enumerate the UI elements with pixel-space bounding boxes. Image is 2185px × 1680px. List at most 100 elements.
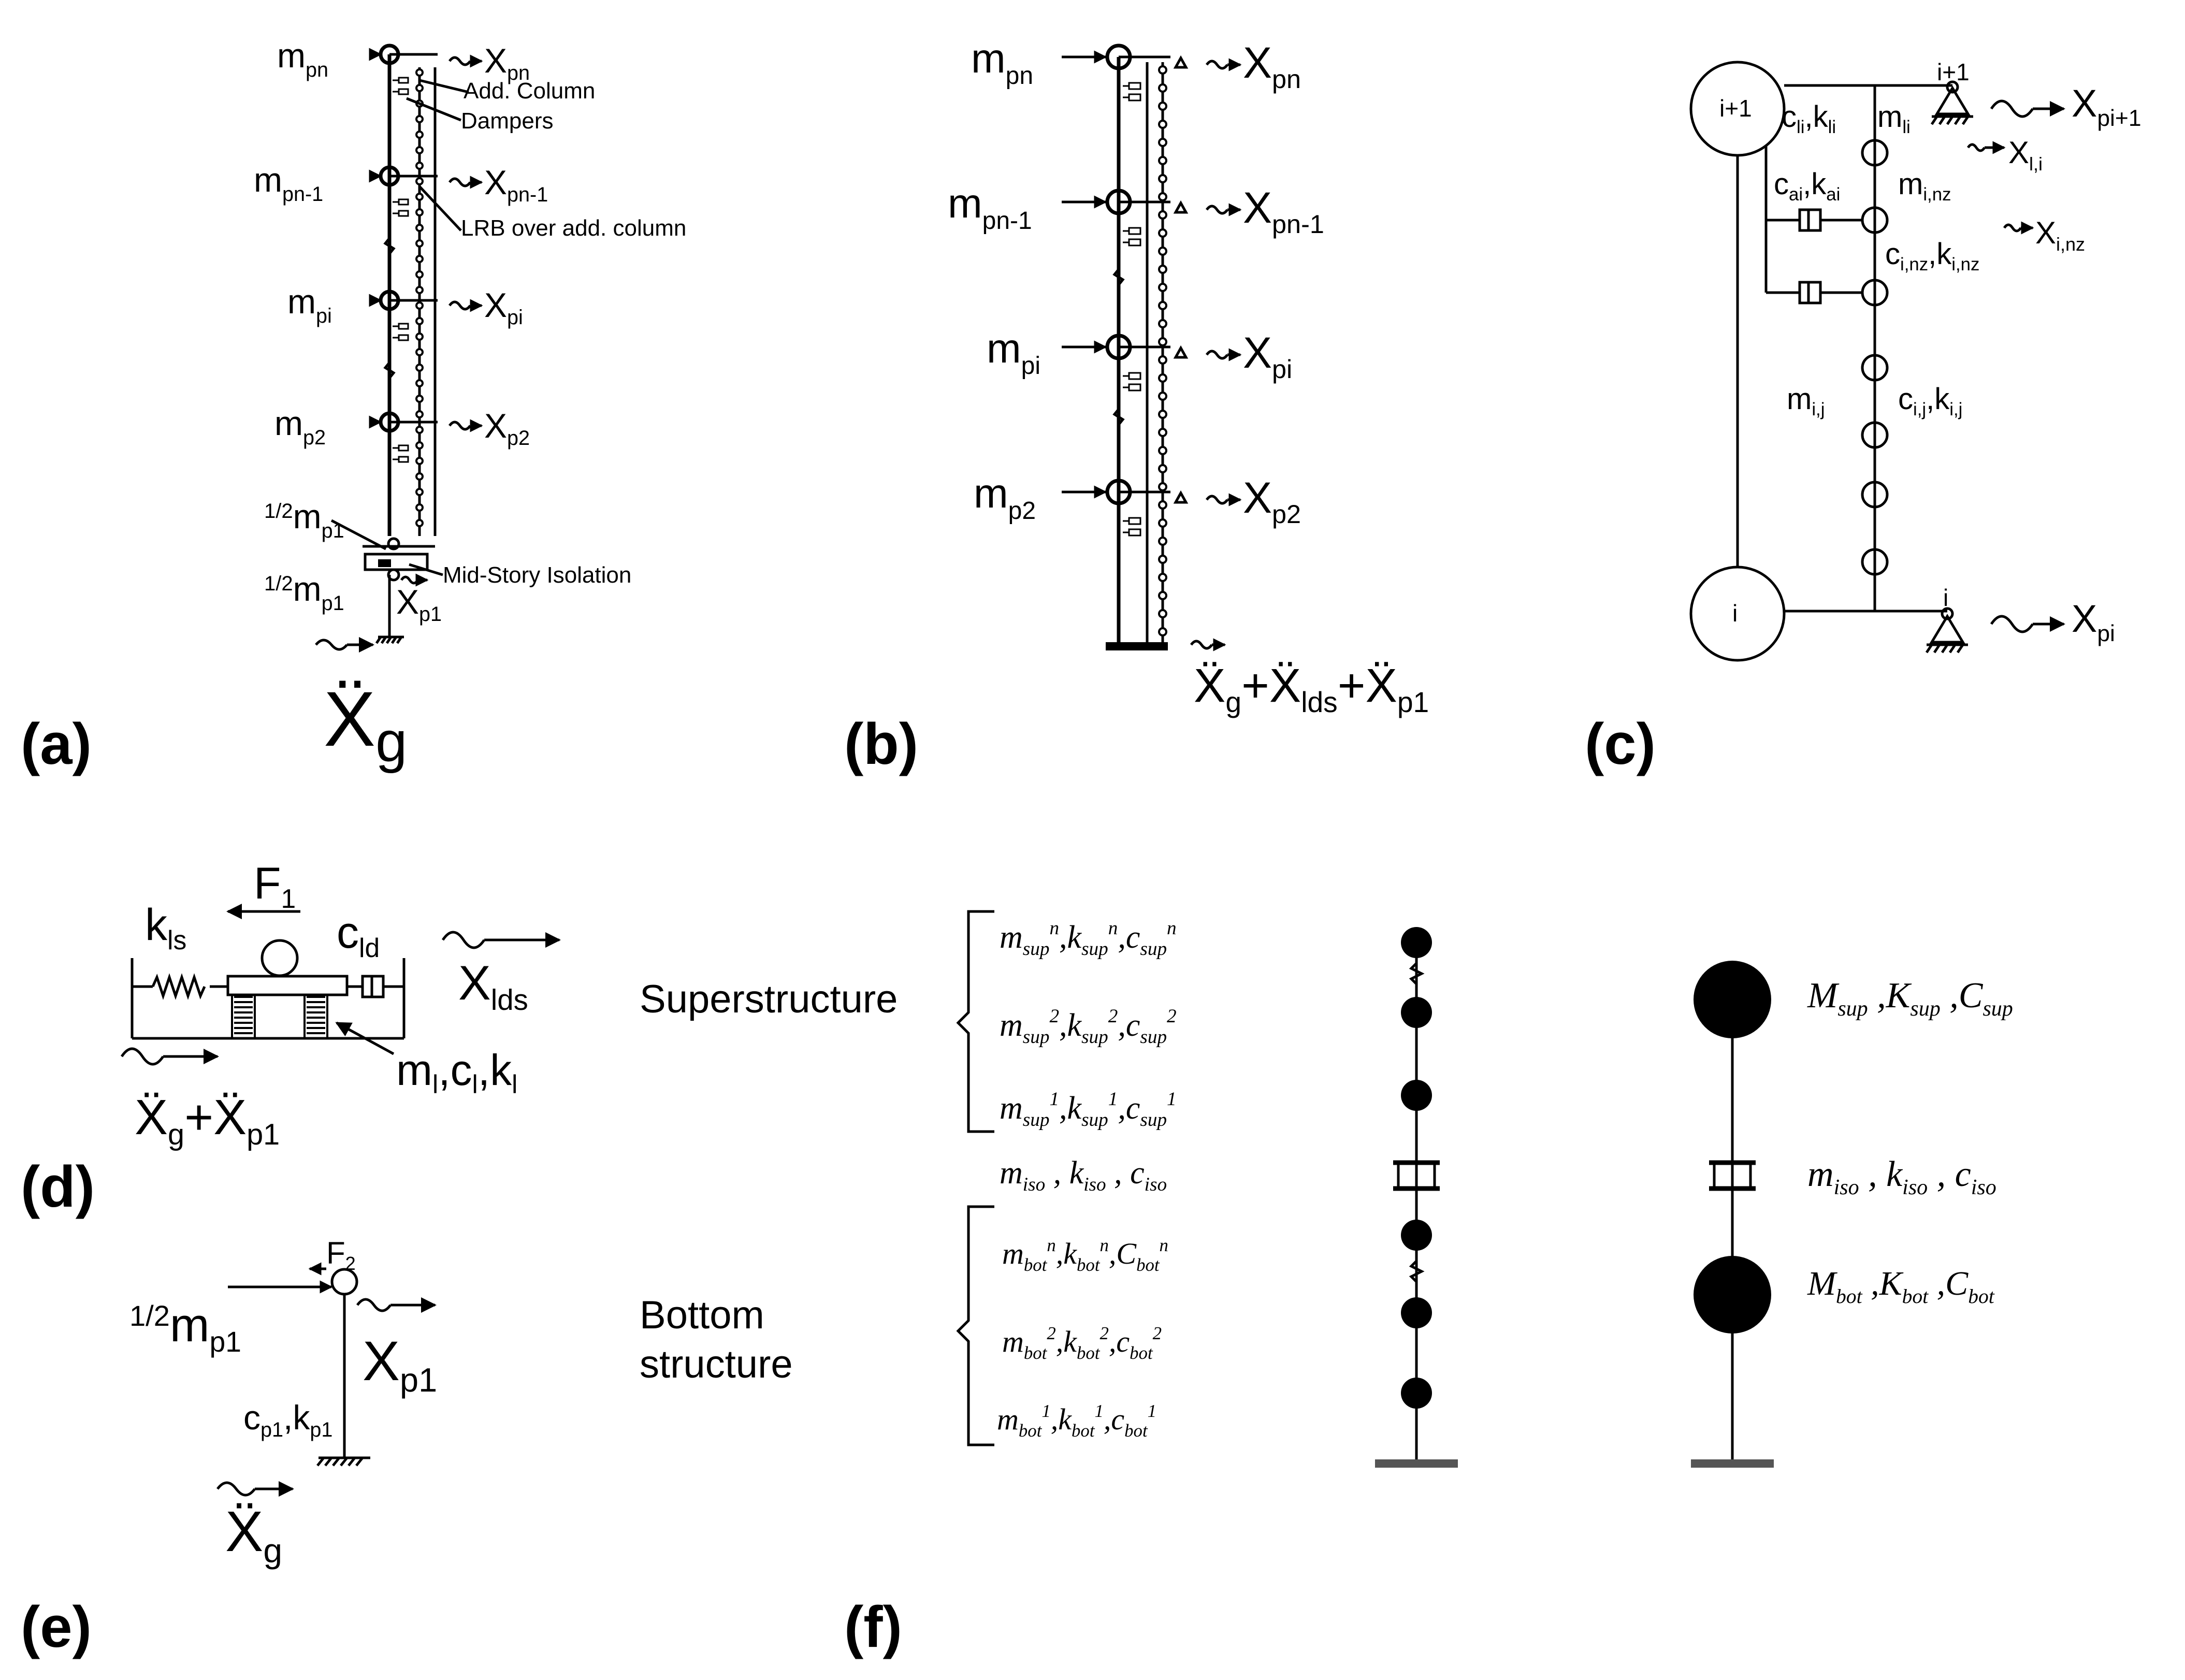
chain-node bbox=[1158, 337, 1167, 346]
label-d-f1: F1 bbox=[254, 859, 296, 914]
chain-node bbox=[415, 84, 424, 92]
damper-icon bbox=[1128, 517, 1141, 525]
label-a-m-p2: mp2 bbox=[274, 404, 326, 449]
chain-node bbox=[415, 472, 424, 481]
label-b-m-pn1: mpn-1 bbox=[948, 180, 1032, 235]
label-c-c-li: cli,kli bbox=[1782, 100, 1836, 137]
chain-node bbox=[415, 488, 424, 496]
damper-icon bbox=[398, 210, 409, 217]
damper-icon bbox=[1128, 93, 1141, 102]
label-f-bottom: Bottom bbox=[640, 1293, 764, 1337]
label-c-c-ai: cai,kai bbox=[1774, 167, 1840, 205]
label-d-ground: Ẍg+Ẍp1 bbox=[135, 1090, 280, 1151]
label-c-x-li: Xl,i bbox=[2008, 135, 2043, 175]
chain-node bbox=[1158, 192, 1167, 201]
label-a-x-pi: Xpi bbox=[484, 286, 523, 329]
label-e-xg: Ẍg bbox=[225, 1500, 282, 1570]
chain-node bbox=[415, 270, 424, 279]
chain-node bbox=[1158, 500, 1167, 510]
damper-icon bbox=[398, 88, 409, 95]
chain-node bbox=[1158, 156, 1167, 165]
damper-icon bbox=[1128, 383, 1141, 392]
damper-icon bbox=[398, 77, 409, 84]
chain-node bbox=[415, 301, 424, 310]
damper-icon bbox=[1128, 227, 1141, 235]
chain-node bbox=[1158, 537, 1167, 546]
chain-node bbox=[415, 332, 424, 341]
label-f-iso: miso , kiso , ciso bbox=[1000, 1155, 1167, 1195]
panel-label-e: (e) bbox=[21, 1595, 92, 1659]
label-b-x-pi: Xpi bbox=[1243, 328, 1292, 384]
label-a-x-p1: Xp1 bbox=[396, 583, 442, 626]
chain-node bbox=[1158, 247, 1167, 256]
label-f-bot-n: mbotn,kbotn,Cbotn bbox=[1002, 1235, 1168, 1275]
label-e-f2: F2 bbox=[326, 1236, 356, 1274]
chain-node bbox=[1158, 102, 1167, 111]
chain-node bbox=[415, 286, 424, 294]
chain-node bbox=[415, 395, 424, 403]
chain-node bbox=[1158, 83, 1167, 93]
damper-icon bbox=[398, 444, 409, 452]
label-d-c-ld: cld bbox=[337, 908, 380, 963]
label-f-sup-1: msup1,ksup1,csup1 bbox=[1000, 1089, 1177, 1131]
label-e-half-mp1: 1/2mp1 bbox=[129, 1299, 241, 1358]
label-a-x-p2: Xp2 bbox=[484, 407, 530, 450]
chain-node bbox=[1158, 573, 1167, 582]
panel-c-diagram bbox=[1689, 61, 2065, 662]
label-f-bot-2: mbot2,kbot2,cbot2 bbox=[1002, 1323, 1162, 1363]
chain-node bbox=[1158, 627, 1167, 636]
chain-node bbox=[1158, 555, 1167, 564]
panel-a-diagram bbox=[315, 44, 483, 653]
label-c-node-top: i+1 bbox=[1719, 95, 1752, 122]
chain-node bbox=[415, 177, 424, 185]
damper-icon bbox=[398, 198, 409, 206]
panel-label-b: (b) bbox=[844, 712, 918, 776]
label-a-m-pi: mpi bbox=[287, 282, 332, 327]
chain-node bbox=[415, 68, 424, 77]
damper-icon bbox=[1128, 528, 1141, 537]
label-a-x-pn: Xpn bbox=[484, 41, 530, 84]
chain-node bbox=[415, 193, 424, 201]
chain-node bbox=[1158, 591, 1167, 600]
label-d-k-ls: kls bbox=[145, 900, 186, 955]
label-b-x-pn1: Xpn-1 bbox=[1243, 183, 1324, 239]
panel-d-diagram bbox=[120, 904, 561, 1066]
label-a-add-column: Add. Column bbox=[464, 78, 595, 104]
chain-node bbox=[1158, 464, 1167, 473]
chain-node bbox=[1158, 410, 1167, 419]
chain-node bbox=[1158, 120, 1167, 129]
damper-icon bbox=[1128, 82, 1141, 90]
chain-node bbox=[415, 255, 424, 263]
label-c-c-inz: ci,nz,ki,nz bbox=[1885, 237, 1979, 274]
chain-node bbox=[1158, 518, 1167, 528]
label-b-m-p2: mp2 bbox=[974, 470, 1036, 525]
chain-node bbox=[415, 457, 424, 465]
chain-node bbox=[1158, 373, 1167, 383]
panel-label-a: (a) bbox=[21, 712, 92, 776]
label-f-M-bot: Mbot ,Kbot ,Cbot bbox=[1807, 1265, 1995, 1308]
label-c-support-bot: i bbox=[1943, 584, 1948, 611]
chain-node bbox=[1158, 428, 1167, 437]
label-a-mid-story: Mid-Story Isolation bbox=[443, 562, 631, 588]
label-f-bot-1: mbot1,kbot1,cbot1 bbox=[997, 1401, 1156, 1441]
label-c-m-ij: mi,j bbox=[1787, 382, 1825, 419]
label-b-x-pn: Xpn bbox=[1243, 38, 1301, 94]
label-f-superstructure: Superstructure bbox=[640, 977, 898, 1021]
label-a-half-mp1-top: 1/2mp1 bbox=[264, 497, 344, 542]
label-a-x-pn1: Xpn-1 bbox=[484, 163, 548, 206]
chain-node bbox=[1158, 174, 1167, 183]
chain-node bbox=[1158, 319, 1167, 328]
chain-node bbox=[1158, 301, 1167, 310]
chain-node bbox=[415, 224, 424, 232]
chain-node bbox=[1158, 265, 1167, 274]
damper-icon bbox=[398, 456, 409, 463]
chain-node bbox=[1158, 609, 1167, 618]
chain-node bbox=[415, 503, 424, 512]
chain-node bbox=[415, 115, 424, 123]
chain-node bbox=[415, 317, 424, 325]
panel-label-c: (c) bbox=[1585, 712, 1656, 776]
label-e-c-p1: cp1,kp1 bbox=[243, 1398, 332, 1441]
chain-node bbox=[1158, 446, 1167, 455]
chain-node bbox=[415, 348, 424, 356]
